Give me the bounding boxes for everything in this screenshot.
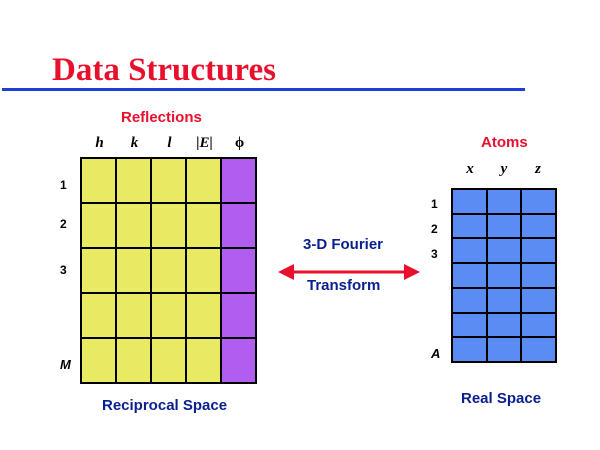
atoms-col-y: y xyxy=(500,161,508,177)
atom-cell xyxy=(522,214,555,238)
atom-cell xyxy=(453,313,486,337)
atom-cell xyxy=(522,264,555,287)
reflection-cell xyxy=(152,204,185,247)
reflection-cell xyxy=(117,249,150,292)
real-space-caption: Real Space xyxy=(461,390,542,407)
atoms-row-3: 3 xyxy=(431,247,438,261)
atoms-row-1: 1 xyxy=(431,197,438,211)
reflection-cell xyxy=(82,249,115,292)
reflection-cell xyxy=(117,294,150,337)
reflection-cell xyxy=(82,294,115,337)
atom-cell xyxy=(522,338,555,361)
atom-cell xyxy=(453,239,486,263)
atom-cell xyxy=(522,190,555,213)
atom-cell xyxy=(487,288,521,312)
reflections-col-l: l xyxy=(167,135,172,151)
atom-cell xyxy=(487,214,521,238)
reflections-col-k: k xyxy=(130,135,139,151)
reflections-heading: Reflections xyxy=(121,109,202,126)
reflection-cell xyxy=(187,294,220,337)
reflection-cell xyxy=(222,204,255,247)
double-arrow-icon xyxy=(278,264,420,280)
reflection-cell xyxy=(187,249,220,292)
atom-cell xyxy=(453,264,486,287)
reflection-cell xyxy=(82,159,115,202)
reflections-col-h: h xyxy=(95,135,104,151)
atom-cell xyxy=(453,288,486,312)
reflection-cell xyxy=(187,339,220,382)
atoms-row-A: A xyxy=(431,346,441,361)
reflection-cell xyxy=(222,294,255,337)
atoms-col-z: z xyxy=(535,161,541,177)
atom-cell xyxy=(487,190,521,213)
reflection-cell xyxy=(222,159,255,202)
reciprocal-space-caption: Reciprocal Space xyxy=(102,397,228,414)
reflections-col-E: |E| xyxy=(196,135,213,151)
atoms-row-2: 2 xyxy=(431,222,438,236)
title-underline xyxy=(2,88,525,91)
reflection-cell xyxy=(82,204,115,247)
page-title: Data Structures xyxy=(52,52,276,88)
atom-cell xyxy=(487,264,521,287)
reflections-row-1: 1 xyxy=(60,178,67,192)
reflections-row-3: 3 xyxy=(60,263,67,277)
reflection-cell xyxy=(222,339,255,382)
reflection-cell xyxy=(117,339,150,382)
atoms-col-x: x xyxy=(466,161,474,177)
reflections-table xyxy=(80,157,257,384)
atom-cell xyxy=(522,288,555,312)
reflections-row-M: M xyxy=(60,357,71,372)
atoms-heading: Atoms xyxy=(481,134,528,151)
transform-label-line2: Transform xyxy=(307,277,381,294)
reflection-cell xyxy=(187,204,220,247)
reflections-col-phi: ϕ xyxy=(234,135,245,151)
atom-cell xyxy=(522,239,555,263)
reflection-cell xyxy=(152,339,185,382)
reflections-row-2: 2 xyxy=(60,217,67,231)
reflection-cell xyxy=(152,249,185,292)
atom-cell xyxy=(522,313,555,337)
reflection-cell xyxy=(82,339,115,382)
reflection-cell xyxy=(152,294,185,337)
atom-cell xyxy=(487,239,521,263)
atom-cell xyxy=(487,313,521,337)
reflection-cell xyxy=(152,159,185,202)
reflection-cell xyxy=(222,249,255,292)
atom-cell xyxy=(487,338,521,361)
transform-label-line1: 3-D Fourier xyxy=(303,236,384,253)
reflection-cell xyxy=(117,204,150,247)
atom-cell xyxy=(453,338,486,361)
reflection-cell xyxy=(117,159,150,202)
atoms-table xyxy=(451,188,557,363)
atom-cell xyxy=(453,214,486,238)
reflection-cell xyxy=(187,159,220,202)
atom-cell xyxy=(453,190,486,213)
